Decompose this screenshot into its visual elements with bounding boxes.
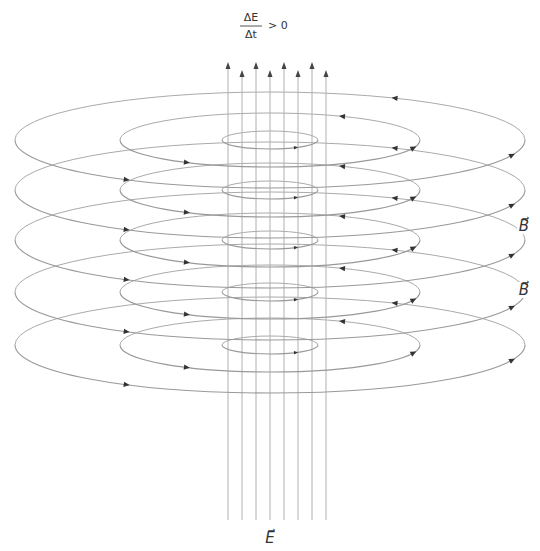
fraction-bar <box>240 26 262 27</box>
field-arrowhead <box>184 159 190 164</box>
field-loop-front <box>222 345 318 354</box>
field-arrowhead <box>123 382 129 387</box>
magnetic-field-loops-front <box>15 140 525 393</box>
field-loop-front <box>120 140 420 167</box>
field-arrowhead <box>508 254 515 259</box>
field-arrowhead <box>339 114 345 119</box>
electric-field-symbol: E⃗ <box>263 530 276 547</box>
field-loop-front <box>15 140 525 188</box>
field-arrowhead <box>392 196 398 201</box>
rate-condition: > 0 <box>268 20 288 32</box>
field-arrowhead <box>184 209 190 214</box>
electric-field-line <box>298 74 299 520</box>
field-arrowhead <box>324 70 329 77</box>
electric-field-line <box>256 66 257 520</box>
field-loop-front <box>222 140 318 149</box>
field-loop-front <box>15 292 525 340</box>
field-arrowhead <box>392 146 398 151</box>
electric-field-line <box>326 74 327 520</box>
field-loop-front <box>222 240 318 249</box>
field-loop-front <box>15 240 525 288</box>
field-arrowhead <box>508 154 515 159</box>
field-arrowhead <box>410 352 417 357</box>
electric-field-line <box>270 74 271 520</box>
electric-field-lines <box>226 62 329 520</box>
field-arrowhead <box>339 319 345 324</box>
field-arrowhead <box>184 364 190 369</box>
rate-numerator: ΔE <box>244 12 258 24</box>
field-arrowhead <box>339 214 345 219</box>
field-loop-front <box>15 345 525 393</box>
magnetic-field-symbol: B⃗ <box>517 282 531 299</box>
field-loop-front <box>120 190 420 217</box>
field-arrowhead <box>508 306 515 311</box>
field-arrowhead <box>123 329 129 334</box>
field-arrowhead <box>294 146 298 150</box>
electric-field-line <box>242 74 243 520</box>
field-arrowhead <box>184 311 190 316</box>
field-arrowhead <box>294 196 298 200</box>
field-arrowhead <box>240 70 245 77</box>
field-arrowhead <box>268 70 273 77</box>
field-arrowhead <box>123 227 129 232</box>
field-arrowhead <box>410 247 417 252</box>
field-arrowhead <box>410 147 417 152</box>
field-arrowhead <box>508 204 515 209</box>
field-arrowhead <box>310 62 315 69</box>
field-arrowhead <box>296 70 301 77</box>
electric-field-line <box>228 66 229 520</box>
field-arrowhead <box>184 259 190 264</box>
field-arrowhead <box>392 248 398 253</box>
field-arrowhead <box>508 359 515 364</box>
electric-field-line <box>312 66 313 520</box>
rate-denominator: Δt <box>245 29 257 41</box>
field-arrowhead <box>339 266 345 271</box>
magnetic-field-symbol: B⃗ <box>517 218 531 235</box>
field-arrowhead <box>282 62 287 69</box>
field-arrowhead <box>294 351 298 355</box>
field-loop-front <box>120 292 420 319</box>
field-arrowhead <box>339 164 345 169</box>
field-arrowhead <box>123 277 129 282</box>
electric-field-line <box>284 66 285 520</box>
field-arrowhead <box>226 62 231 69</box>
field-loop-front <box>120 240 420 267</box>
field-loop-front <box>15 190 525 238</box>
field-loop-front <box>222 292 318 301</box>
field-arrowhead <box>123 177 129 182</box>
field-arrowhead <box>410 197 417 202</box>
field-loop-front <box>120 345 420 372</box>
field-arrowhead <box>392 301 398 306</box>
field-loop-front <box>222 190 318 199</box>
field-arrowhead <box>254 62 259 69</box>
field-arrowhead <box>392 96 398 101</box>
field-arrowhead <box>410 299 417 304</box>
field-arrowhead <box>294 298 298 302</box>
field-arrowhead <box>294 246 298 250</box>
